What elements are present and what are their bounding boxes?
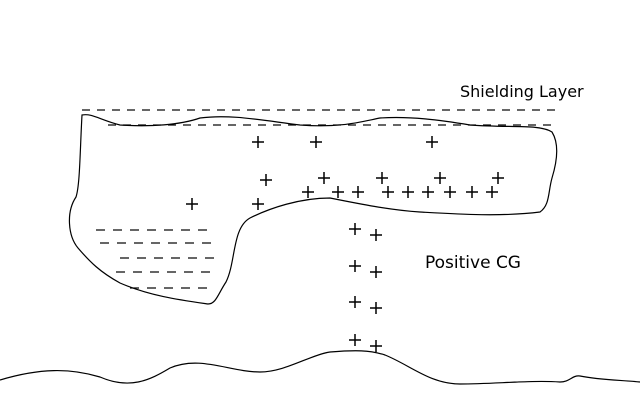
positive-charge [349,223,361,235]
positive-charge [370,266,382,278]
positive-charge [302,186,314,198]
positive-charge [422,186,434,198]
positive-charge [352,186,364,198]
positive-charge [310,136,322,148]
positive-charge [370,229,382,241]
shielding-layer-label: Shielding Layer [460,82,584,101]
positive-charge [370,340,382,352]
positive-cg-label: Positive CG [425,253,521,273]
positive-charge [444,186,456,198]
positive-charge [252,136,264,148]
positive-charge [492,172,504,184]
positive-charge [376,172,388,184]
positive-charges [186,136,504,352]
positive-charge [382,186,394,198]
positive-charge [426,136,438,148]
cloud-outline [68,114,558,305]
positive-charge [252,198,264,210]
positive-charge [332,186,344,198]
positive-charge [486,186,498,198]
positive-charge [260,174,272,186]
positive-charge [186,198,198,210]
positive-charge [318,172,330,184]
positive-charge [349,334,361,346]
positive-charge [370,302,382,314]
positive-charge [434,172,446,184]
positive-charge [402,186,414,198]
ground-line [0,350,640,385]
positive-charge [466,186,478,198]
negative-charge-region [96,229,214,289]
shielding-layer-charges [82,109,555,126]
positive-charge [349,296,361,308]
positive-charge [349,260,361,272]
